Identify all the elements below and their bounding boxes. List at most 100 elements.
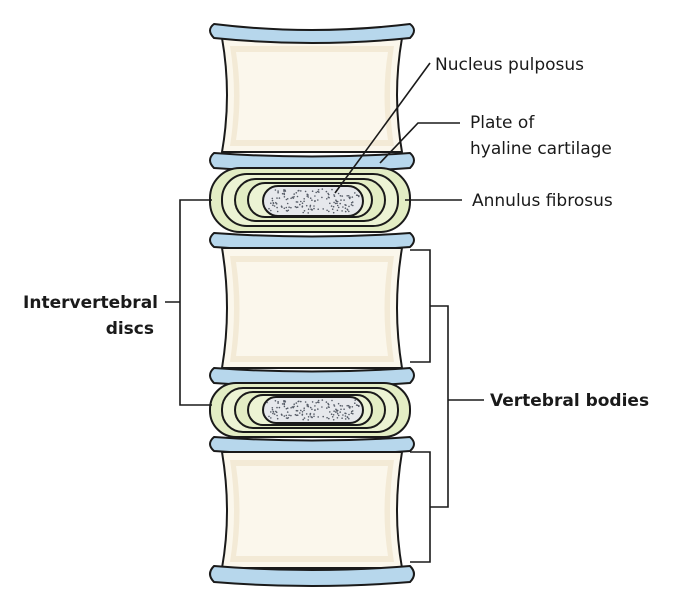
stipple-dot [339,411,342,413]
stipple-dot [346,404,349,407]
stipple-dot [301,414,304,416]
stipple-dot [322,415,325,418]
stipple-dot [293,193,296,195]
stipple-dot [307,194,309,196]
stipple-dot [307,212,310,214]
stipple-dot [293,403,296,406]
stipple-dot [317,208,320,210]
stipple-dot [290,206,292,209]
stipple-dot [311,199,313,201]
stipple-dot [341,405,344,407]
stipple-dot [294,413,297,416]
stipple-dot [272,410,275,413]
stipple-dot [348,210,350,213]
stipple-dot [286,198,289,200]
stipple-dot [270,209,272,212]
stipple-dot [303,210,306,212]
stipple-dot [283,193,286,196]
stipple-dot [283,190,285,192]
stipple-dot [280,205,283,207]
stipple-dot [341,417,343,420]
stipple-dot [333,201,335,204]
stipple-dot [309,414,312,416]
stipple-dot [268,207,270,210]
stipple-dot [328,417,330,420]
label-nucleus-pulposus: Nucleus pulposus [435,55,584,75]
stipple-dot [271,199,274,202]
stipple-dot [273,413,276,415]
stipple-dot [352,412,354,415]
stipple-dot [311,208,313,211]
stipple-dot [309,204,312,207]
stipple-dot [330,205,333,207]
stipple-dot [351,201,354,203]
stipple-dot [333,194,335,196]
stipple-dot [303,409,305,412]
stipple-dot [318,401,320,404]
stipple-dot [301,206,304,208]
stipple-dot [285,206,288,209]
stipple-dot [327,192,329,195]
nucleus-pulposus-lower [262,396,364,424]
stipple-dot [286,202,289,205]
stipple-dot [325,190,328,193]
vertebral-body-bottom [221,451,403,569]
stipple-dot [330,413,333,416]
stipple-dot [303,417,306,419]
stipple-dot [337,206,340,209]
stipple-dot [346,209,349,211]
stipple-dot [271,407,274,409]
stipple-dot [302,211,305,214]
stipple-dot [354,402,356,405]
stipple-dot [315,191,318,194]
stipple-dot [321,196,323,199]
stipple-dot [348,196,351,199]
cartilage-plate-lower-disc-top [209,367,415,388]
stipple-dot [339,195,342,197]
stipple-dot [270,411,272,413]
stipple-dot [283,403,286,406]
stipple-dot [288,414,290,417]
stipple-dot [343,199,345,201]
stipple-dot [272,412,274,415]
stipple-dot [296,410,299,412]
stipple-dot [303,200,305,203]
stipple-dot [296,206,299,208]
stipple-dot [348,205,350,208]
stipple-dot [271,197,274,200]
stipple-dot [334,411,337,413]
stipple-dot [343,408,345,411]
stipple-dot [311,408,313,411]
stipple-dot [358,405,360,408]
label-intervertebral-line1: Intervertebral [23,293,158,313]
stipple-dot [274,400,277,402]
cartilage-plate-top [209,23,415,44]
stipple-dot [304,401,307,403]
stipple-dot [278,197,281,199]
stipple-dot [275,201,277,204]
leader-nucleus-pulposus [334,62,431,194]
stipple-dot [309,412,312,415]
stipple-dot [281,192,284,195]
stipple-dot [326,209,328,212]
stipple-dot [331,208,334,210]
stipple-dot [347,404,350,407]
stipple-dot [271,408,274,411]
stipple-dot [277,402,279,404]
bracket-intervertebral-discs [165,199,212,406]
stipple-dot [335,199,337,201]
stipple-dot [300,409,302,412]
stipple-dot [329,411,331,413]
stipple-dot [276,206,278,209]
stipple-dot [351,406,354,408]
stipple-dot [307,419,310,421]
stipple-dot [337,192,340,195]
stipple-dot [305,413,308,415]
label-plate-of-line1: Plate of [470,113,535,133]
stipple-dot [296,201,299,203]
stipple-dot [307,196,310,198]
stipple-dot [335,408,337,411]
stipple-dot [321,188,324,190]
cartilage-plate-lower-disc-bottom [209,436,415,456]
stipple-dot [317,408,319,410]
